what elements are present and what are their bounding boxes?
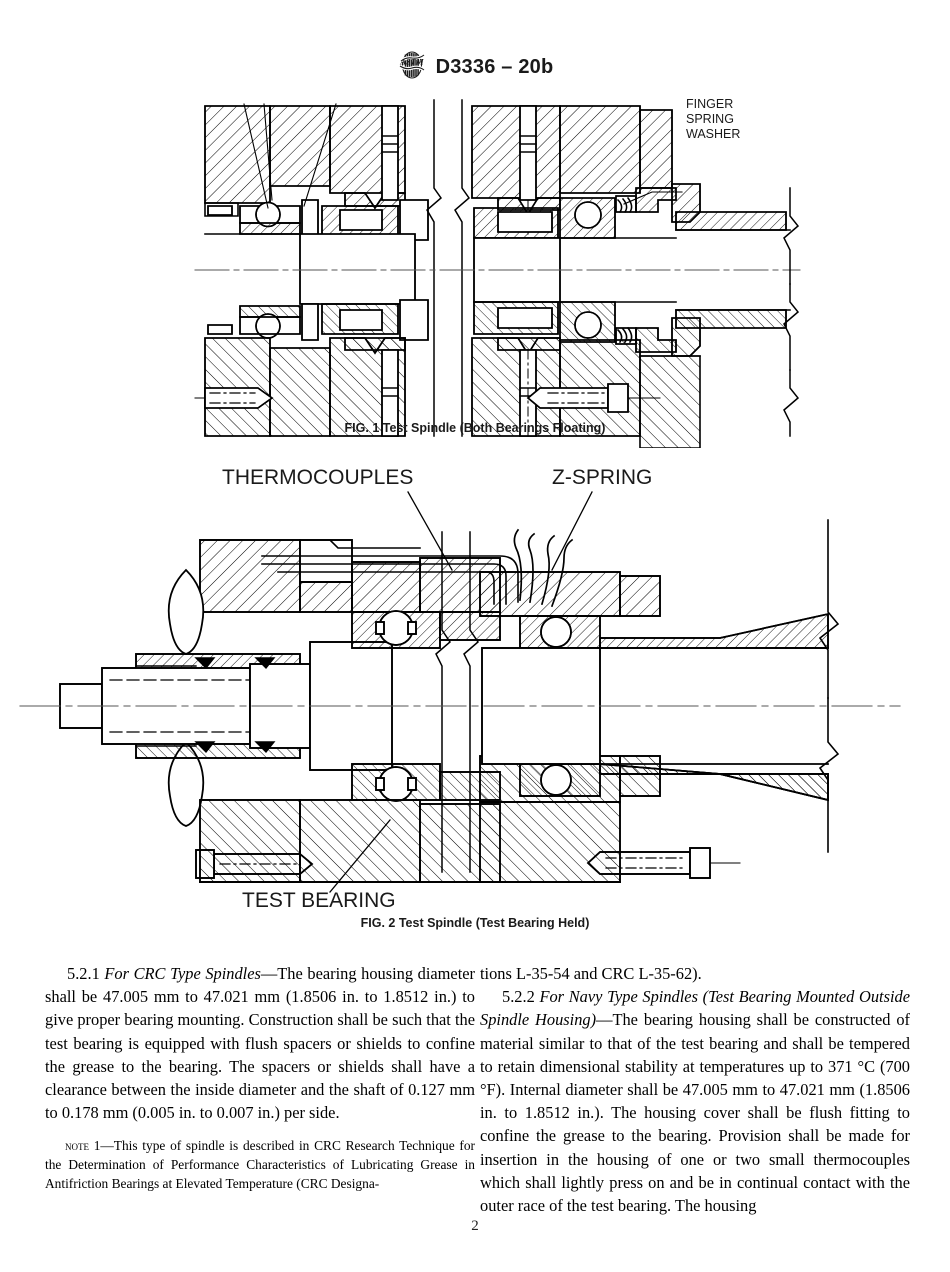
clause-5-2-1-text: The bearing housing diameter shall be 47… [45, 964, 475, 1123]
clause-5-2-1-number: 5.2.1 [67, 964, 100, 983]
clause-5-2-2-title: For Navy Type Spindles (Test Bearing Mou… [480, 987, 910, 1030]
figure-1: FINGER SPRING WASHER [0, 88, 950, 448]
body-text: 5.2.1 For CRC Type Spindles—The bearing … [0, 962, 950, 1215]
note-1: Note 1—This type of spindle is described… [45, 1137, 475, 1193]
fsw-line-3: WASHER [686, 127, 740, 141]
figure-1-drawing: FINGER SPRING WASHER [194, 97, 801, 448]
page-number: 2 [471, 1218, 479, 1234]
svg-text:ASTM: ASTM [399, 56, 424, 66]
finger-spring-washer-label: FINGER SPRING WASHER [686, 97, 740, 141]
clause-5-2-1-title: For CRC Type Spindles [104, 964, 261, 983]
figure-2: THERMOCOUPLES Z-SPRING TEST BEARING [0, 452, 950, 932]
page-footer: 2 [0, 1218, 950, 1235]
astm-logo-icon: ASTM [397, 50, 427, 85]
thermocouples-label: THERMOCOUPLES [222, 466, 413, 489]
note-1-text: This type of spindle is described in CRC… [45, 1138, 476, 1191]
clause-5-2-1-dash: — [260, 964, 278, 983]
clause-5-2-2-number: 5.2.2 [502, 987, 535, 1007]
clause-5-2-2-dash: — [596, 1010, 613, 1030]
clause-5-2-2-text: The bearing housing shall be constructed… [480, 1010, 910, 1216]
test-bearing-label: TEST BEARING [242, 889, 396, 912]
note-1-label: Note 1 [65, 1138, 101, 1154]
standard-designation: D3336 – 20b [435, 55, 554, 78]
figure-2-caption: FIG. 2 Test Spindle (Test Bearing Held) [360, 916, 590, 930]
page-header: ASTM D3336 – 20b [0, 50, 950, 84]
figure-2-drawing: THERMOCOUPLES Z-SPRING TEST BEARING [19, 466, 901, 912]
fsw-line-2: SPRING [686, 112, 734, 126]
figure-1-caption: FIG. 1 Test Spindle (Both Bearings Float… [344, 421, 606, 435]
right-column: tions L-35-54 and CRC L-35-62). 5.2.2 Fo… [480, 962, 910, 1217]
clause-5-2-1: 5.2.1 For CRC Type Spindles—The bearing … [45, 962, 475, 1124]
z-spring-label: Z-SPRING [552, 466, 652, 489]
note-1-dash: — [100, 1138, 114, 1154]
clause-5-2-2: 5.2.2 For Navy Type Spindles (Test Beari… [480, 985, 910, 1217]
continuation-text: tions L-35-54 and CRC L-35-62). [480, 964, 702, 983]
fsw-line-1: FINGER [686, 97, 733, 111]
left-column: 5.2.1 For CRC Type Spindles—The bearing … [45, 962, 475, 1207]
